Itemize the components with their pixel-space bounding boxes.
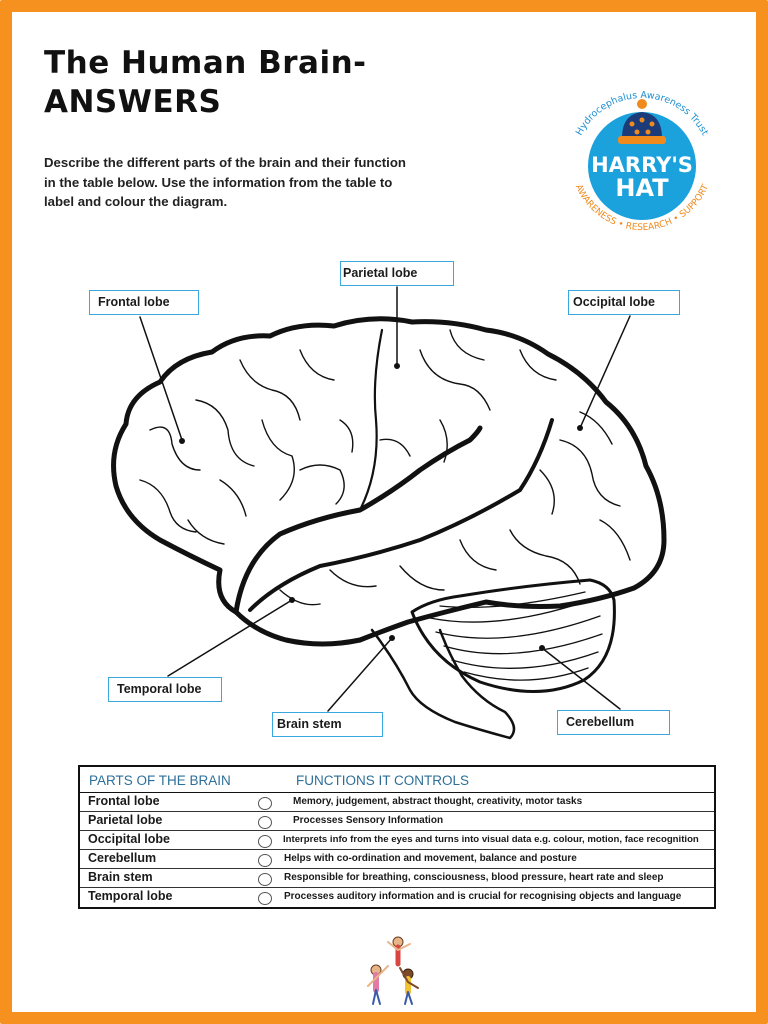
cerebellum-outline: [410, 578, 616, 694]
header-parts: PARTS OF THE BRAIN: [89, 773, 231, 788]
row-checkbox[interactable]: [258, 892, 272, 905]
row-part: Occipital lobe: [88, 832, 170, 846]
label-parietal-lobe: Parietal lobe: [340, 261, 454, 286]
row-checkbox[interactable]: [258, 854, 272, 867]
label-temporal-lobe: Temporal lobe: [108, 677, 222, 702]
row-part: Parietal lobe: [88, 813, 163, 827]
table-row: Frontal lobe Memory, judgement, abstract…: [80, 793, 714, 812]
row-checkbox[interactable]: [258, 816, 272, 829]
cerebellum-leader-line: [541, 647, 621, 710]
row-checkbox[interactable]: [258, 835, 272, 848]
table-row: Brain stem Responsible for breathing, co…: [80, 869, 714, 888]
brain-stem-outline: [370, 628, 516, 740]
brain-gyri: [139, 329, 631, 606]
row-function: Processes Sensory Information: [293, 815, 444, 826]
label-frontal-lobe: Frontal lobe: [89, 290, 199, 315]
temporal-leader-line: [167, 599, 293, 677]
logo-circle: [588, 112, 696, 220]
row-function: Processes auditory information and is cr…: [284, 891, 682, 902]
row-part: Frontal lobe: [88, 794, 160, 808]
row-checkbox[interactable]: [258, 873, 272, 886]
logo-name-line1: HARRY'S: [591, 153, 693, 177]
cerebellum-folds: [429, 591, 603, 681]
table-row: Occipital lobe Interprets info from the …: [80, 831, 714, 850]
children-illustration: [367, 936, 419, 1005]
cerebellum-dot: [539, 645, 545, 651]
harrys-hat-logo: HARRY'S HAT Hydrocephalus Awareness Trus…: [573, 90, 711, 233]
table-row: Temporal lobe Processes auditory informa…: [80, 888, 714, 906]
row-function: Responsible for breathing, consciousness…: [284, 872, 664, 883]
title-line-1: The Human Brain-: [44, 45, 367, 81]
hat-icon: [618, 99, 666, 144]
brain-stem-leader-line: [327, 637, 393, 712]
table-header: PARTS OF THE BRAIN FUNCTIONS IT CONTROLS: [80, 767, 714, 793]
temporal-dot: [289, 597, 295, 603]
parietal-dot: [394, 363, 400, 369]
instructions-text: Describe the different parts of the brai…: [44, 155, 406, 209]
row-function: Interprets info from the eyes and turns …: [283, 834, 699, 845]
occipital-dot: [577, 425, 583, 431]
label-cerebellum: Cerebellum: [557, 710, 670, 735]
lateral-fissure: [233, 425, 483, 615]
functions-table: PARTS OF THE BRAIN FUNCTIONS IT CONTROLS…: [78, 765, 716, 909]
row-part: Brain stem: [88, 870, 153, 884]
row-checkbox[interactable]: [258, 797, 272, 810]
header-functions: FUNCTIONS IT CONTROLS: [296, 773, 470, 788]
frontal-dot: [179, 438, 185, 444]
row-function: Memory, judgement, abstract thought, cre…: [293, 796, 583, 807]
table-row: Cerebellum Helps with co-ordination and …: [80, 850, 714, 869]
logo-name-line2: HAT: [615, 174, 669, 202]
frontal-leader-line: [139, 316, 183, 441]
row-part: Cerebellum: [88, 851, 157, 865]
cerebrum-outline: [111, 316, 667, 647]
row-part: Temporal lobe: [88, 889, 173, 903]
label-occipital-lobe: Occipital lobe: [568, 290, 680, 315]
brain-stem-dot: [389, 635, 395, 641]
row-function: Helps with co-ordination and movement, b…: [284, 853, 577, 864]
occipital-leader-line: [579, 315, 631, 429]
central-sulcus: [358, 328, 384, 512]
temporal-upper-line: [248, 418, 554, 612]
page-title: The Human Brain- ANSWERS: [44, 44, 367, 122]
title-line-2: ANSWERS: [44, 84, 222, 120]
table-row: Parietal lobe Processes Sensory Informat…: [80, 812, 714, 831]
label-brain-stem: Brain stem: [272, 712, 383, 737]
